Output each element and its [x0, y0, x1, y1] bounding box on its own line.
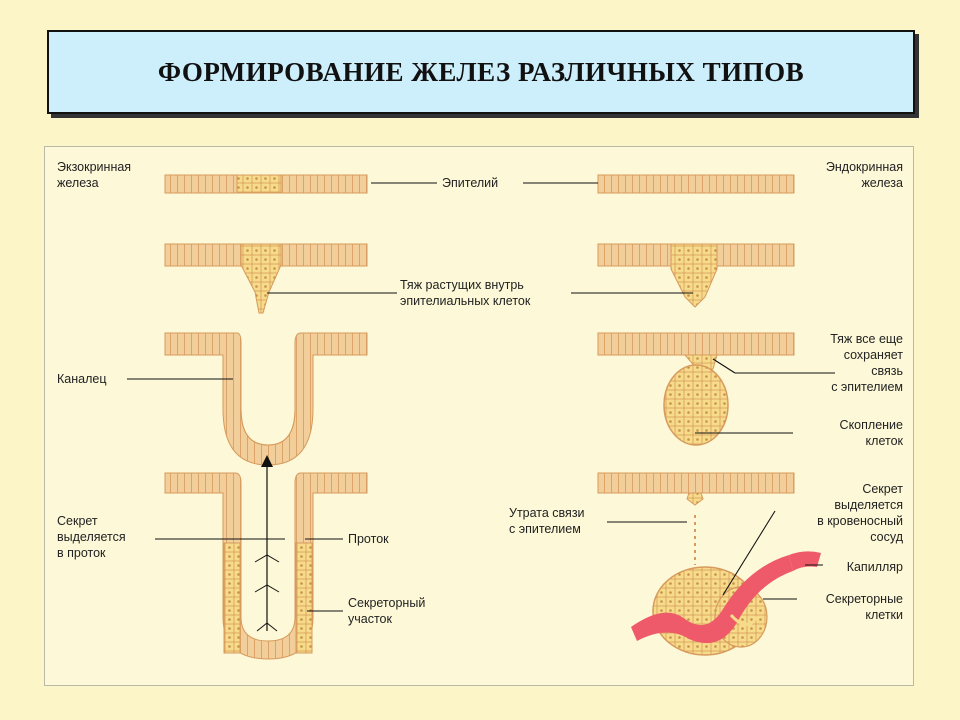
endo-epithelium-1 [597, 174, 795, 194]
page-title: ФОРМИРОВАНИЕ ЖЕЛЕЗ РАЗЛИЧНЫХ ТИПОВ [157, 56, 805, 87]
leader-lines [127, 182, 835, 612]
endo-detached [597, 472, 795, 565]
exo-epithelium-1 [164, 174, 368, 194]
gland-formation-diagram [127, 174, 835, 660]
endo-cluster [597, 332, 795, 446]
endo-cord [597, 243, 795, 308]
title-box: ФОРМИРОВАНИЕ ЖЕЛЕЗ РАЗЛИЧНЫХ ТИПОВ [47, 30, 915, 114]
exo-cord [164, 243, 368, 314]
duct-label: Проток [348, 532, 389, 546]
capillary-label: Капилляр [846, 560, 903, 574]
endo-gland-capillary [631, 551, 821, 656]
canal-label: Каналец [57, 372, 107, 386]
exo-duct [164, 455, 368, 660]
exo-canal [164, 332, 368, 466]
epithelium-label: Эпителий [442, 176, 499, 190]
